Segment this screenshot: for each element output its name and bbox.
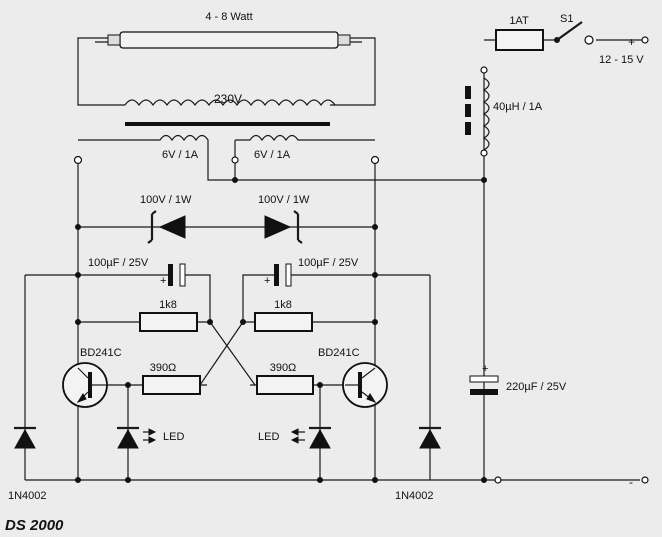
resistor-1k8-left — [139, 312, 198, 332]
res-top-left-label: 1k8 — [159, 299, 177, 311]
cap-right-label: 100µF / 25V — [298, 257, 359, 269]
diode-right — [419, 426, 441, 449]
zener-diode-right — [264, 210, 303, 244]
junctions — [75, 177, 487, 483]
terminal-plus — [641, 36, 649, 44]
led-right — [290, 426, 331, 449]
capacitor-main — [469, 375, 499, 395]
transistor-left-label: BD241C — [80, 347, 122, 359]
fluorescent-lamp — [77, 31, 376, 106]
switch-label: S1 — [560, 13, 573, 25]
supply-minus: - — [629, 475, 633, 489]
cap-main-label: 220µF / 25V — [506, 381, 567, 393]
terminal — [73, 155, 83, 165]
secondary-left-label: 6V / 1A — [162, 149, 199, 161]
supply-label: 12 - 15 V — [599, 54, 644, 66]
cap-right-plus: + — [264, 275, 270, 287]
choke-inductor — [465, 66, 490, 157]
diode-right-label: 1N4002 — [395, 490, 434, 502]
resistor-390-right — [256, 375, 314, 395]
led-left-label: LED — [163, 431, 184, 443]
transistor-right-label: BD241C — [318, 347, 360, 359]
lamp-label: 4 - 8 Watt — [205, 11, 252, 23]
resistor-390-left — [142, 375, 201, 395]
diode-left — [14, 426, 36, 449]
res-bot-right-label: 390Ω — [270, 362, 297, 374]
brand-mark: DS 2000 — [5, 517, 64, 534]
transformer — [78, 99, 375, 181]
led-right-label: LED — [258, 431, 279, 443]
zener-left-label: 100V / 1W — [140, 194, 192, 206]
res-bot-left-label: 390Ω — [150, 362, 177, 374]
capacitor-left — [168, 263, 186, 287]
wiring — [24, 39, 645, 481]
switch-s1 — [554, 21, 594, 45]
fuse — [495, 29, 544, 51]
diode-left-label: 1N4002 — [8, 490, 47, 502]
transistor-right — [342, 362, 388, 408]
capacitor-right — [274, 263, 292, 287]
fuse-label: 1AT — [509, 15, 529, 27]
led-left — [117, 426, 157, 449]
terminal — [370, 155, 380, 165]
primary-label: 230V — [214, 92, 242, 106]
supply-plus: + — [628, 35, 635, 49]
secondary-right-label: 6V / 1A — [254, 149, 291, 161]
terminal — [494, 476, 502, 484]
resistor-1k8-right — [254, 312, 313, 332]
cap-left-label: 100µF / 25V — [88, 257, 149, 269]
zener-diode-left — [147, 210, 186, 244]
terminal-minus — [641, 476, 649, 484]
choke-label: 40µH / 1A — [493, 101, 543, 113]
cap-main-plus: + — [482, 363, 488, 375]
res-top-right-label: 1k8 — [274, 299, 292, 311]
zener-right-label: 100V / 1W — [258, 194, 310, 206]
terminal — [231, 156, 239, 164]
transistor-left — [62, 362, 108, 408]
cap-left-plus: + — [160, 275, 166, 287]
